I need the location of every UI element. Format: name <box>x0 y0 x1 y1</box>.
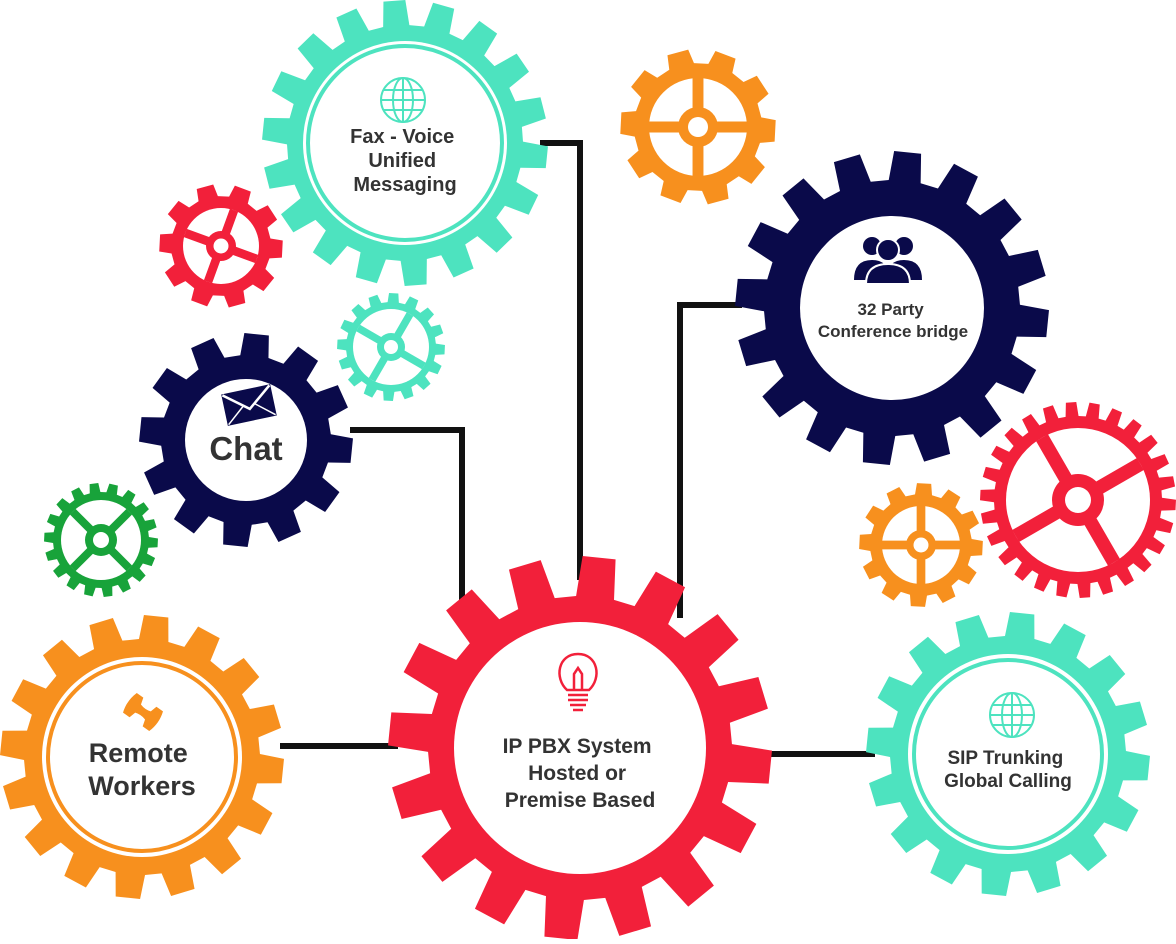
remote-label-line: Remote <box>89 738 188 768</box>
fax-label-line: Fax - Voice <box>350 126 454 148</box>
chat-label: Chat <box>209 430 282 467</box>
remote-label-line: Workers <box>88 771 196 801</box>
globe-icon <box>380 77 426 123</box>
gear-chat <box>139 333 353 547</box>
gear-hub-ip-pbx <box>388 556 772 940</box>
gear-small-teal <box>337 293 445 401</box>
fax-label-line: Unified <box>368 150 436 172</box>
globe-icon <box>989 692 1035 738</box>
connector-conference-to-hub <box>677 302 742 618</box>
chat-label-line: Chat <box>209 430 282 467</box>
hub-label-line: Hosted or <box>528 762 626 785</box>
fax-label: Fax - Voice Unified Messaging <box>350 126 460 196</box>
gear-small-red-left <box>159 184 283 308</box>
conference-label-line: 32 Party <box>858 300 925 319</box>
hub-label-line: IP PBX System <box>503 735 652 758</box>
gear-small-red-right <box>980 402 1176 598</box>
sip-label: SIP Trunking Global Calling <box>944 748 1072 792</box>
sip-label-line: Global Calling <box>944 771 1072 792</box>
hub-label-line: Premise Based <box>505 789 656 812</box>
gear-sip-trunking <box>866 612 1150 896</box>
connector-fax-to-hub <box>540 140 583 580</box>
gear-small-orange-right <box>859 483 983 607</box>
remote-label: Remote Workers <box>88 738 196 801</box>
gear-small-orange-top <box>620 49 776 205</box>
gear-small-green <box>44 483 158 597</box>
envelope-icon <box>221 384 277 426</box>
users-icon <box>854 237 922 285</box>
connector-chat-to-hub <box>350 427 465 610</box>
connectors <box>280 140 875 757</box>
sip-label-line: SIP Trunking <box>947 748 1063 769</box>
gear-fax-voice <box>262 0 548 286</box>
lightbulb-icon <box>558 652 598 712</box>
phone-icon <box>123 692 163 732</box>
hub-label: IP PBX System Hosted or Premise Based <box>503 735 658 812</box>
gear-conference <box>735 151 1049 465</box>
gear-remote-workers <box>0 615 284 899</box>
fax-label-line: Messaging <box>353 174 456 196</box>
conference-label: 32 Party Conference bridge <box>818 300 968 341</box>
conference-label-line: Conference bridge <box>818 322 968 341</box>
